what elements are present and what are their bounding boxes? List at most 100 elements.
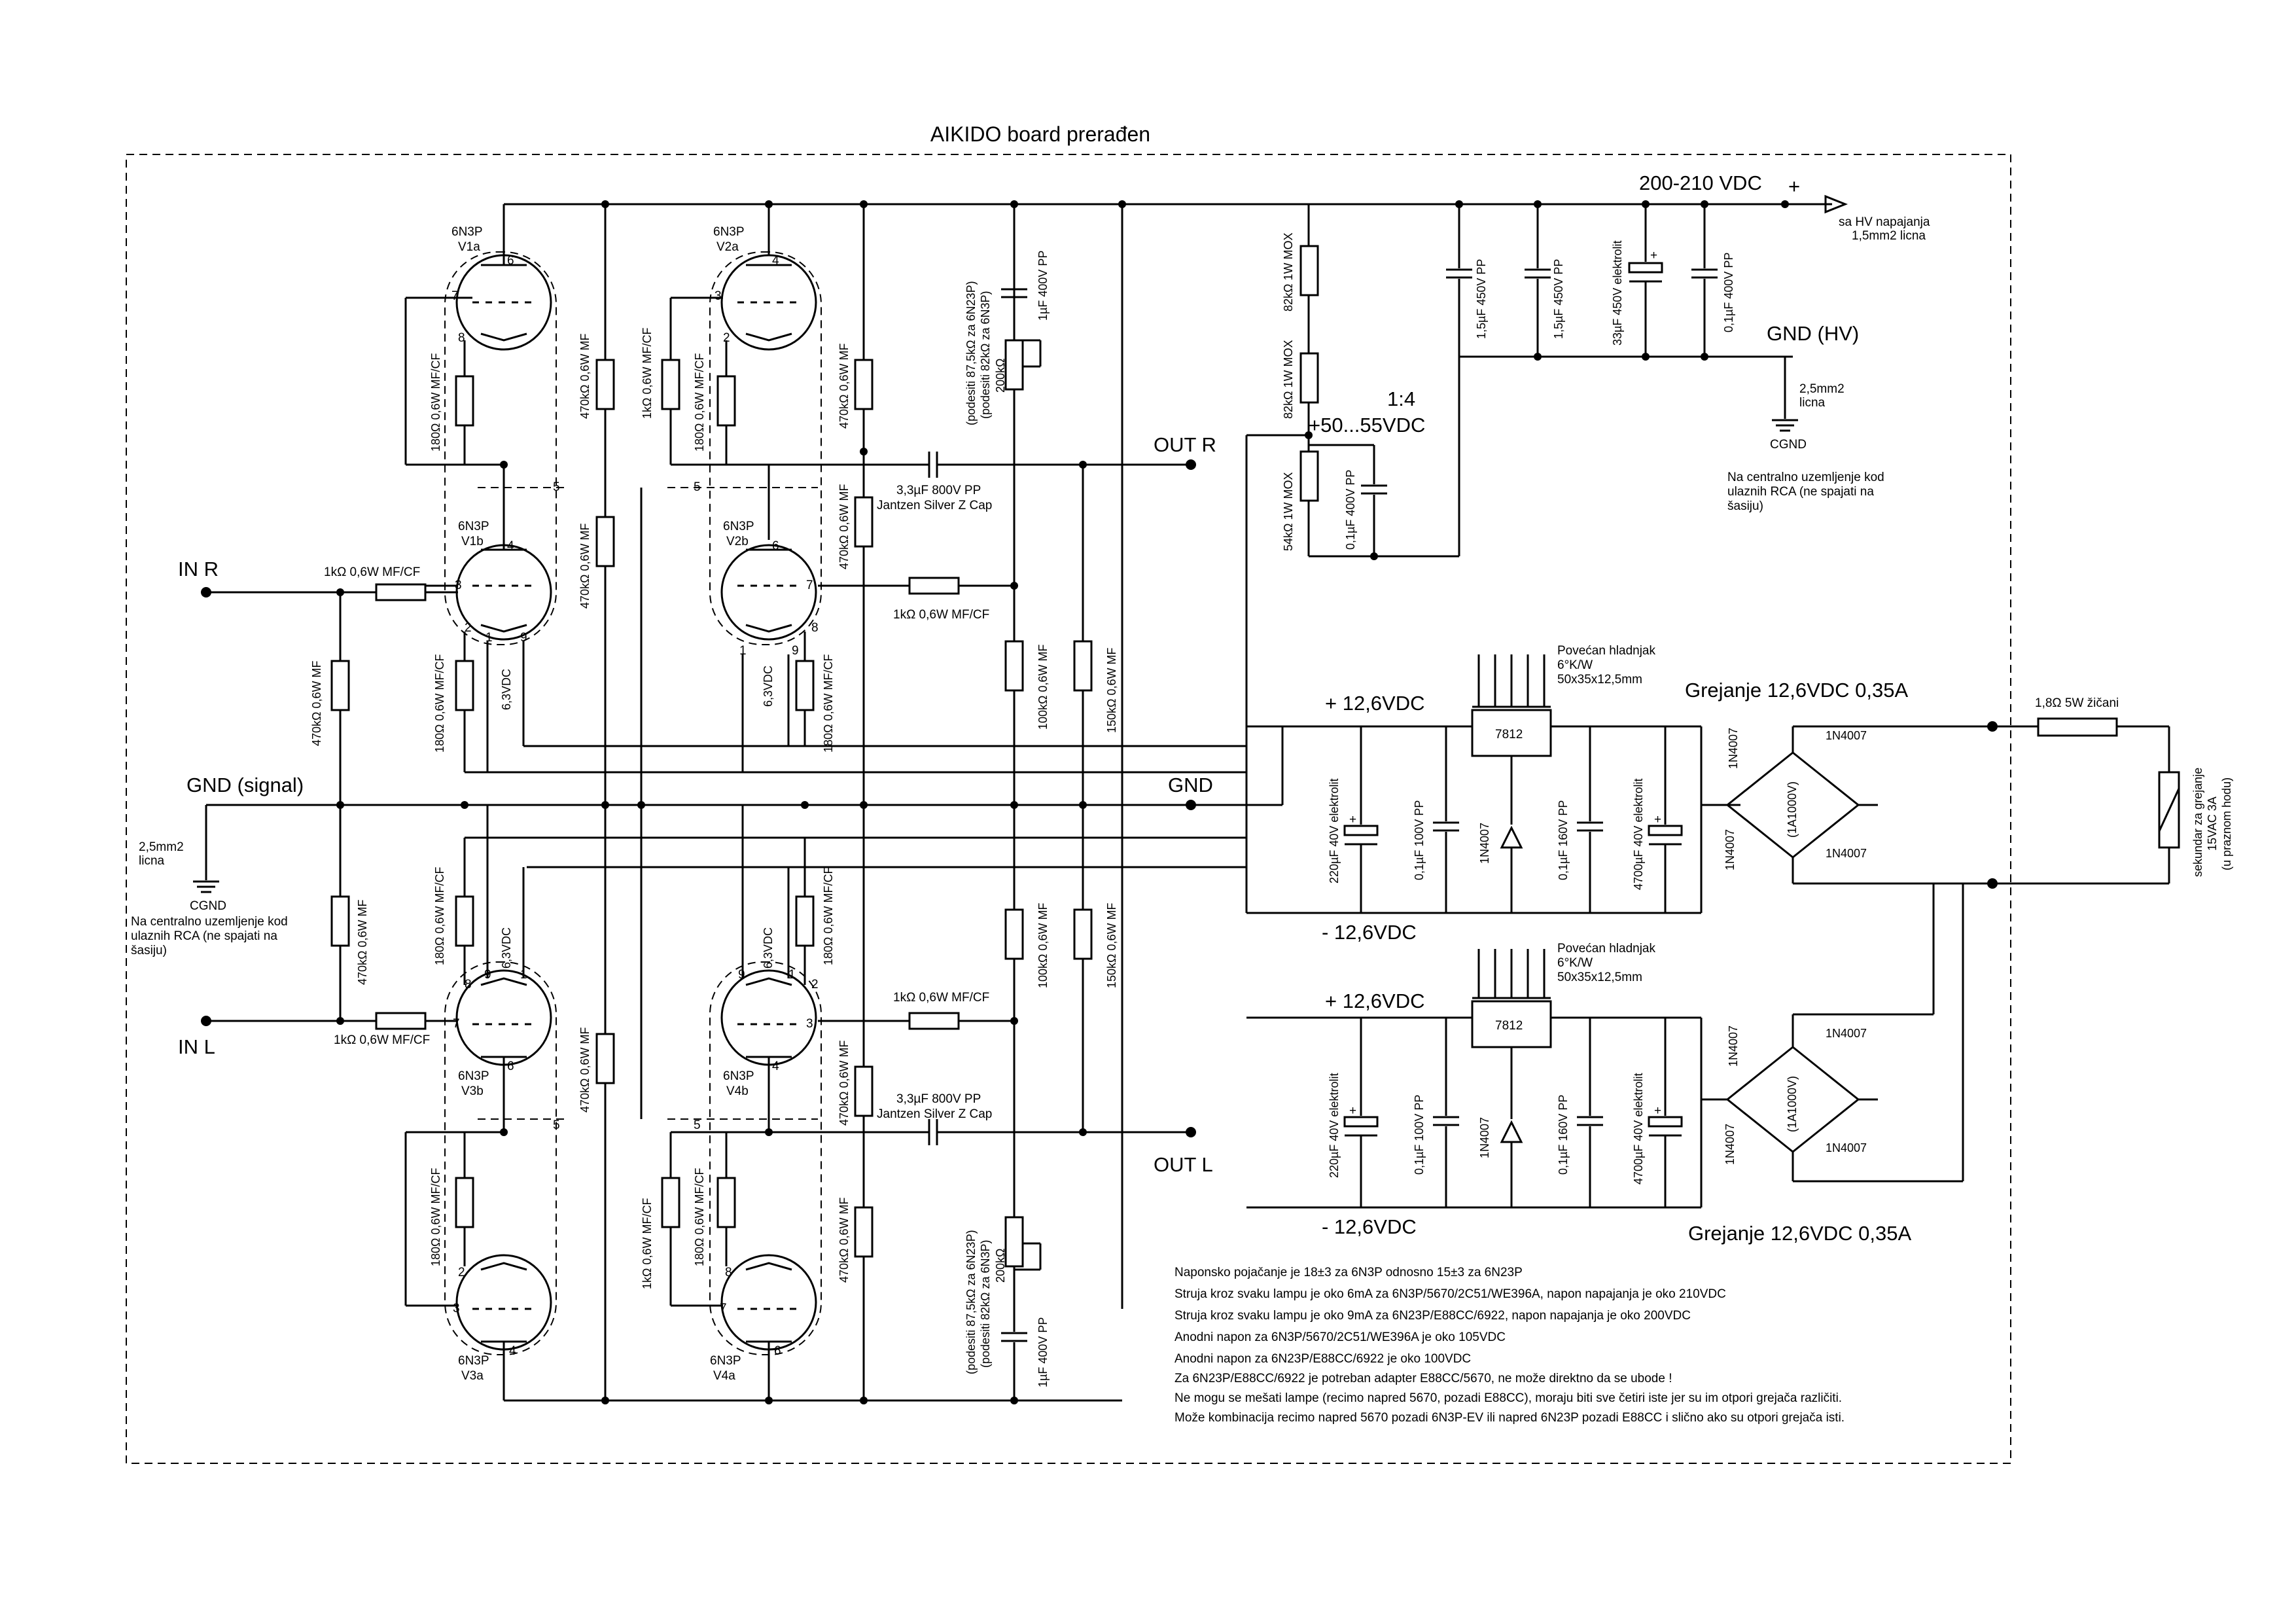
r150k-l: 150kΩ 0,6W MF [1105,903,1118,989]
transformer-label-3: (u praznom hodu) [2220,777,2233,870]
diode-b4: 1N4007 [1826,847,1867,860]
r180-v4a: 180Ω 0,6W MF/CF [693,1168,706,1267]
svg-text:6: 6 [507,1060,514,1073]
gnd-hv-wire1: 2,5mm2 [1799,382,1845,396]
heatsink-bottom-3: 50x35x12,5mm [1557,971,1642,984]
tube-envelope-v3 [444,961,557,1355]
svg-text:4: 4 [507,539,514,553]
tube-envelope-v2 [709,251,822,645]
pot-l-note2: (podesiti 82kΩ za 6N3P) [979,1240,992,1368]
tube-v3b-name: V3b [461,1084,484,1098]
hv-cap2-label: 1,5µF 450V PP [1552,259,1565,339]
tube-v3a-name: V3a [461,1369,484,1383]
series-resistor-label: 1,8Ω 5W žičani [2035,696,2119,710]
gnd-hv-wire2: licna [1799,396,1826,410]
c01b-bottom: 0,1µF 160V PP [1557,1095,1570,1175]
tube-v4a [720,1254,817,1351]
div-r3-label: 54kΩ 1W MOX [1282,473,1295,551]
c01a-top: 0,1µF 100V PP [1413,800,1426,880]
tube-v1a-name: V1a [458,240,480,254]
pot-l-note1: (podesiti 87,5kΩ za 6N23P) [964,1230,978,1374]
diode-b1: 1N4007 [1727,728,1740,769]
heatsink-top-3: 50x35x12,5mm [1557,673,1642,687]
svg-text:+: + [1349,1104,1356,1118]
svg-text:8: 8 [725,1266,732,1279]
r1k-v4b: 1kΩ 0,6W MF/CF [893,991,989,1005]
note-3: Struja kroz svaku lampu je oko 9mA za 6N… [1174,1309,1691,1323]
c220-bottom: 220µF 40V elektrolit [1328,1073,1341,1178]
output-left-label: OUT L [1154,1153,1213,1176]
svg-text:7: 7 [806,579,813,592]
tube-v2a [720,254,817,351]
cap-1u-r: 1µF 400V PP [1036,251,1050,321]
note-7: Ne mogu se mešati lampe (recimo napred 5… [1174,1391,1842,1405]
hv-source-line1: sa HV napajanja [1839,215,1930,229]
hv-source-line2: 1,5mm2 licna [1852,229,1926,243]
diode-b3: 1N4007 [1723,829,1737,870]
svg-text:6: 6 [507,254,514,268]
r470-in-l: 470kΩ 0,6W MF [356,900,369,986]
gnd-hv-label: GND (HV) [1767,322,1859,345]
r470-in-r: 470kΩ 0,6W MF [310,661,323,747]
r150k-r: 150kΩ 0,6W MF [1105,648,1118,734]
diode-b6: 1N4007 [1826,1027,1867,1040]
r180-v4b: 180Ω 0,6W MF/CF [822,867,835,966]
r100k-l: 100kΩ 0,6W MF [1036,903,1050,989]
transformer-label-2: 15VAC 3A [2206,796,2219,851]
tube-envelope-v1 [444,251,557,645]
svg-text:6: 6 [774,1344,781,1358]
cgnd-hv-label: CGND [1770,438,1807,452]
heater-top-plus: + 12,6VDC [1325,692,1425,715]
note-2: Struja kroz svaku lampu je oko 6mA za 6N… [1174,1287,1726,1301]
note-8: Može kombinacija recimo napred 5670 poza… [1174,1411,1845,1425]
hv-cap1-label: 1,5µF 450V PP [1475,259,1488,339]
svg-text:7: 7 [451,289,459,303]
hv-cap4-label: 0,1µF 400V PP [1722,253,1735,332]
svg-text:4: 4 [772,1060,779,1073]
diode-b7: 1N4007 [1723,1124,1737,1165]
bridge-top-rating: (1A1000V) [1786,781,1799,838]
svg-text:+: + [1650,249,1657,262]
svg-text:4: 4 [772,254,779,268]
channel-left: IN L 1kΩ 0,6W MF/CF 470kΩ 0,6W MF 6N3P V… [178,805,1246,1404]
pot-l-value: 200kΩ [994,1249,1007,1283]
r470-a4: 470kΩ 0,6W MF [838,1198,851,1283]
r470-b4: 470kΩ 0,6W MF [838,1041,851,1126]
svg-text:2: 2 [458,1266,465,1279]
div-cap-label: 0,1µF 400V PP [1344,470,1357,550]
tube-v1b-type: 6N3P [458,520,489,533]
heater-v2: 6,3VDC [762,666,775,707]
gnd-rail: GND (signal) GND 2,5mm2 licna CGND Na ce… [131,774,1282,957]
gnd-note-1: Na centralno uzemljenje kod [131,915,288,929]
cap-1u-l: 1µF 400V PP [1036,1317,1050,1387]
heatsink-top-2: 6°K/W [1557,658,1593,672]
hv-note-1: Na centralno uzemljenje kod [1727,471,1884,484]
r1k-v2b: 1kΩ 0,6W MF/CF [893,608,989,622]
pot-r-note1: (podesiti 87,5kΩ za 6N23P) [964,281,978,425]
diagram-title: AIKIDO board prerađen [930,122,1150,146]
heater-bottom-title: Grejanje 12,6VDC 0,35A [1688,1222,1912,1245]
hv-note-3: šasiju) [1727,499,1763,513]
r180-v2a: 180Ω 0,6W MF/CF [693,353,706,452]
output-right-label: OUT R [1154,433,1216,456]
pot-r-value: 200kΩ [994,359,1007,393]
heatsink-bottom-2: 6°K/W [1557,956,1593,970]
r470-b3: 470kΩ 0,6W MF [578,1027,592,1113]
tube-v2b [720,544,817,641]
diode-b2: 1N4007 [1826,729,1867,742]
r180-v1b: 180Ω 0,6W MF/CF [433,654,446,753]
tube-v2b-type: 6N3P [723,520,754,533]
r470-b2: 470kΩ 0,6W MF [838,484,851,570]
svg-text:2: 2 [723,331,730,345]
svg-text:3: 3 [715,289,722,303]
heatsink-bottom-1: Povećan hladnjak [1557,942,1655,955]
heater-bottom-plus: + 12,6VDC [1325,990,1425,1012]
hv-input-arrow [1824,194,1848,214]
svg-text:2: 2 [811,978,819,991]
hv-cap3-label: 33µF 450V elektrolit [1611,241,1624,346]
note-5: Anodni napon za 6N23P/E88CC/6922 je oko … [1174,1352,1471,1366]
gnd-signal-label: GND (signal) [186,774,304,796]
svg-text:3: 3 [455,579,462,592]
svg-text:1: 1 [739,644,747,658]
